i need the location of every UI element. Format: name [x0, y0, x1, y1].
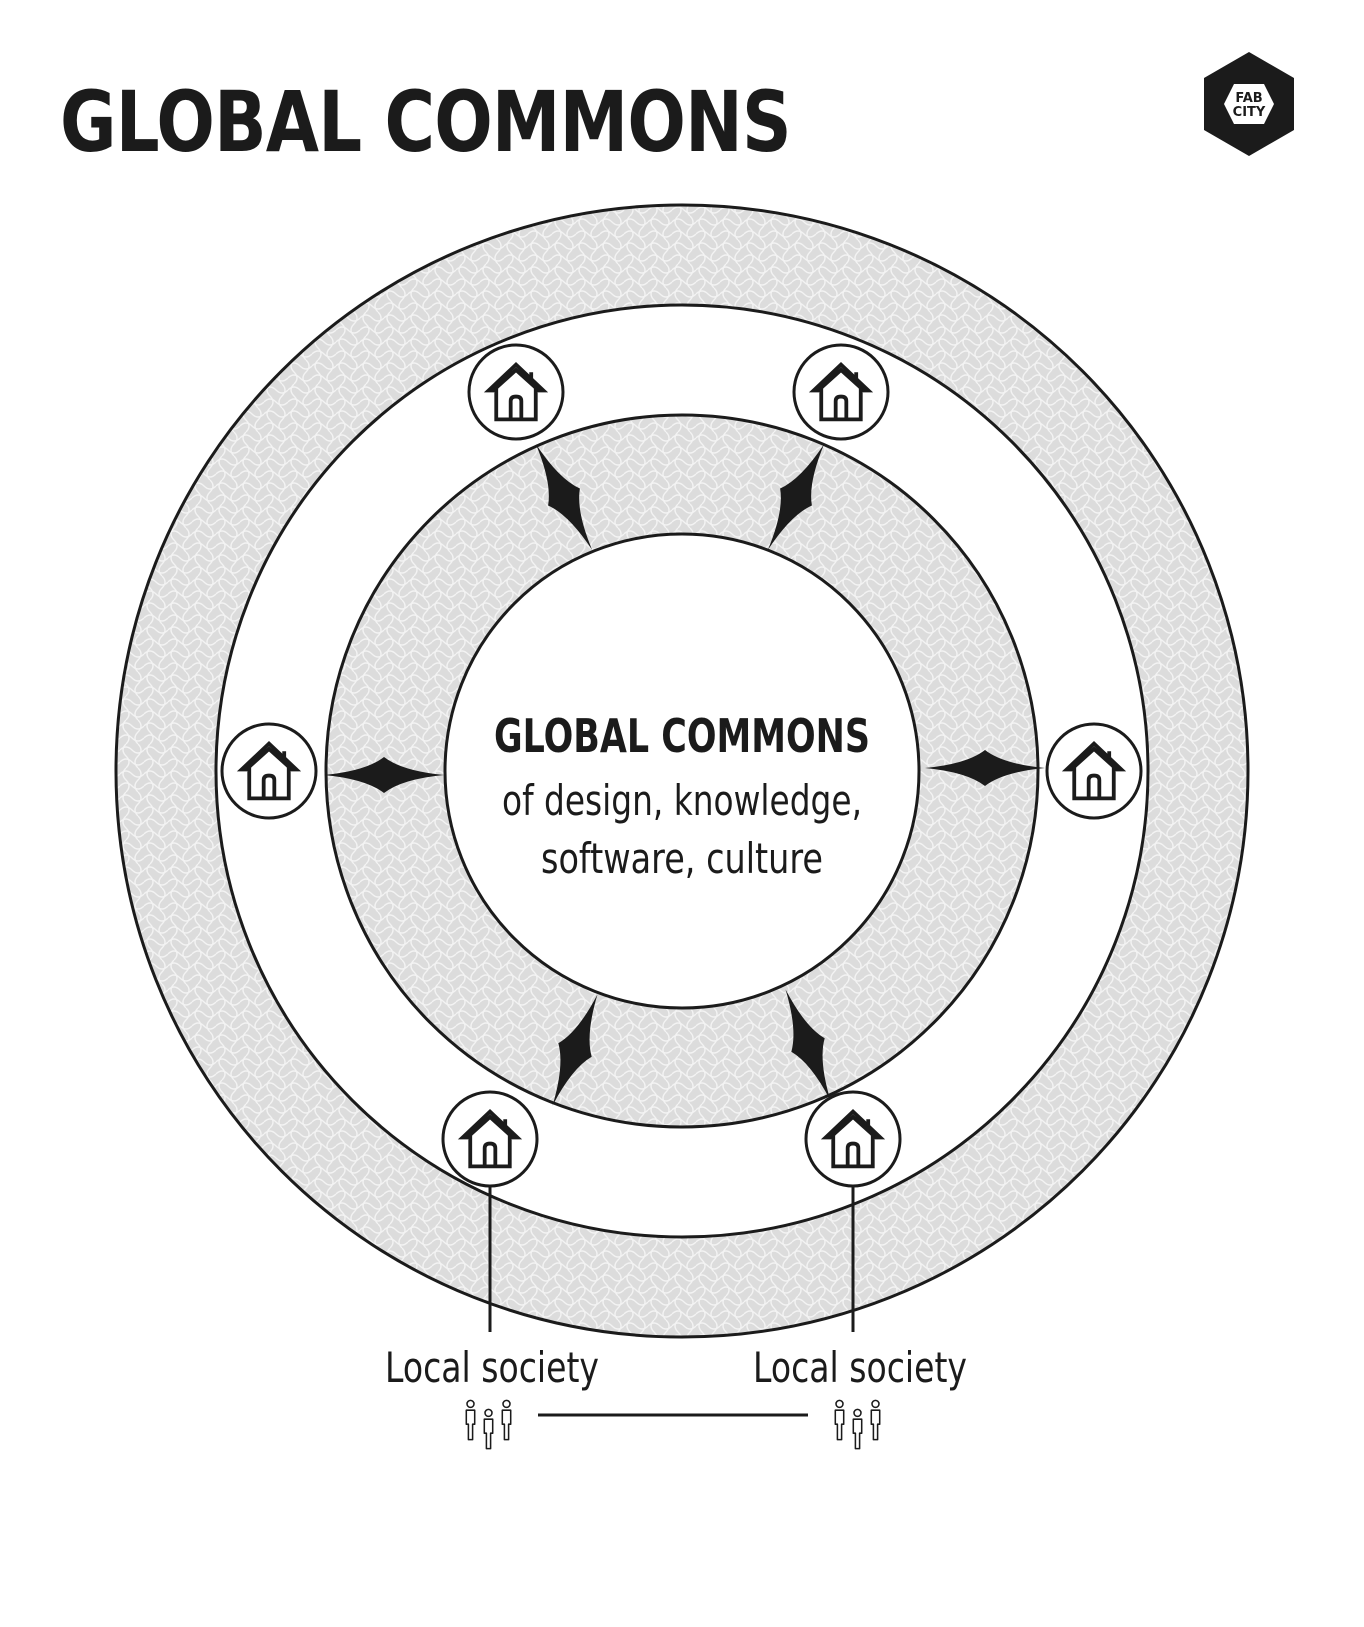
people-group-icon [465, 1399, 512, 1450]
center-heading: GLOBAL COMMONS [494, 709, 870, 763]
house-node [441, 1090, 539, 1188]
inner-ring [324, 413, 1040, 1129]
page-title: GLOBAL COMMONS [60, 73, 792, 171]
house-node [1045, 722, 1143, 820]
fab-city-hexagon-icon [1204, 52, 1294, 156]
people-group-icon [834, 1399, 881, 1450]
center-line-1: of design, knowledge, [502, 776, 862, 825]
house-node [792, 343, 890, 441]
center-line-2: software, culture [541, 834, 823, 883]
house-node [804, 1090, 902, 1188]
local-society-label: Local society [385, 1343, 599, 1392]
house-node [220, 722, 318, 820]
house-node [467, 343, 565, 441]
local-society-label: Local society [753, 1343, 967, 1392]
logo-line-2: CITY [1233, 105, 1266, 120]
fab-city-logo-icon: FAB CITY [1204, 52, 1294, 156]
logo-line-1: FAB [1235, 91, 1262, 106]
